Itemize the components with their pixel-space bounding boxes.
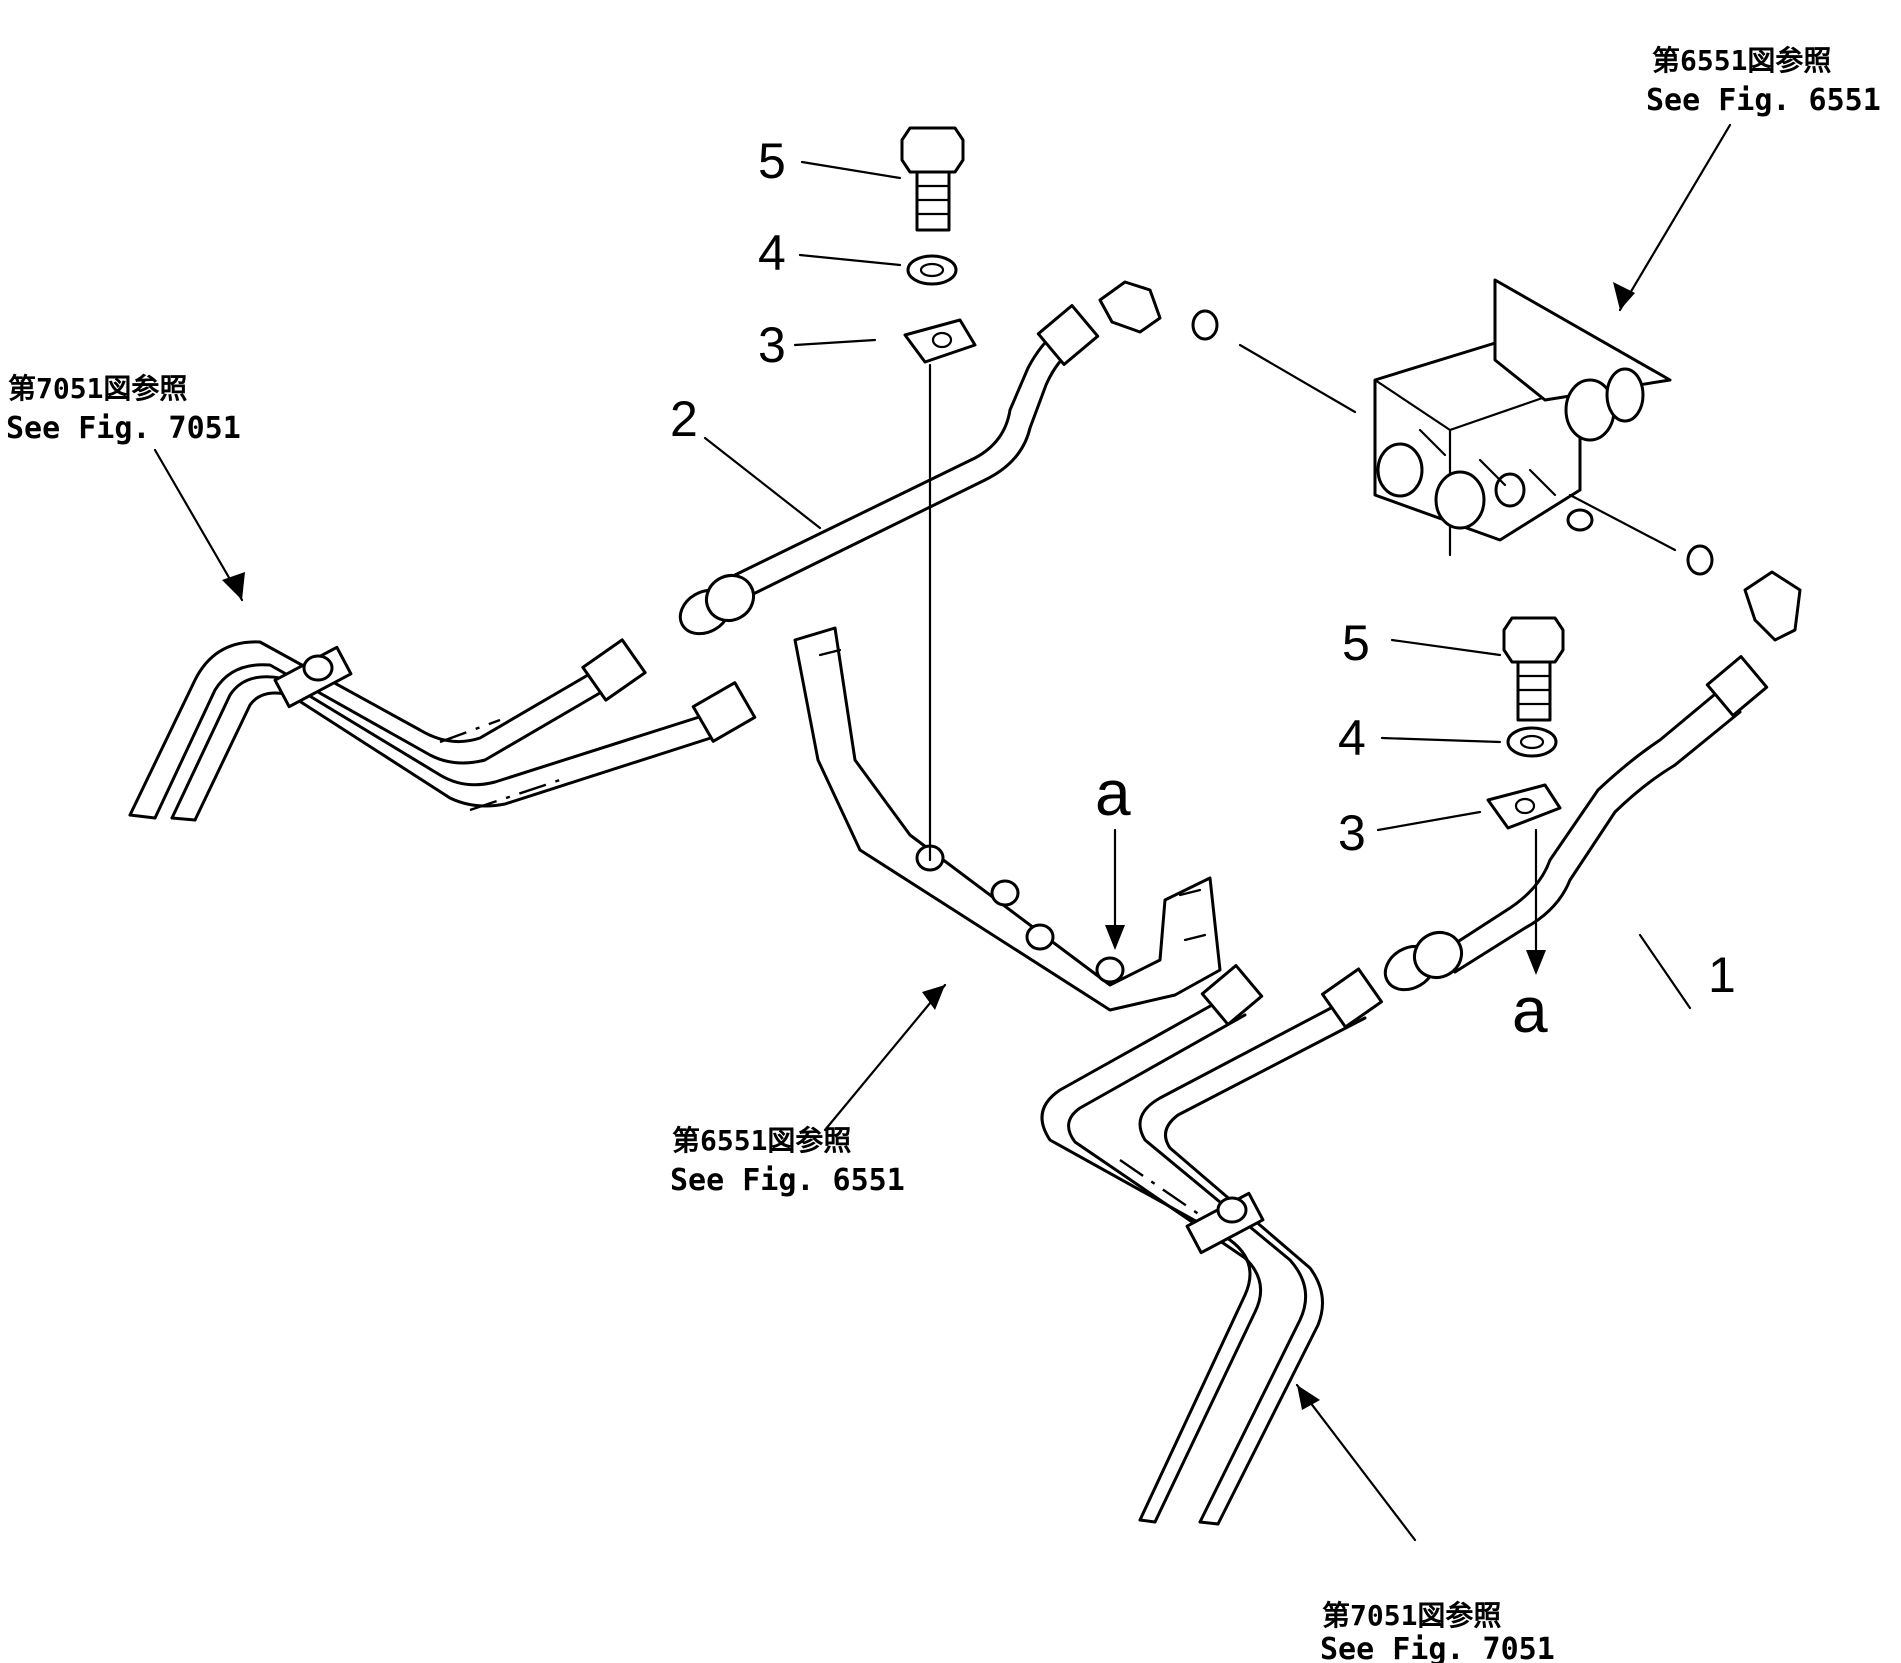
- reference-left: 第7051図参照 See Fig. 7051: [6, 372, 241, 446]
- reference-bottom-right-jp: 第7051図参照: [1322, 1599, 1501, 1632]
- part-number-3-left: 3: [758, 317, 786, 373]
- bracket: [793, 626, 1222, 1012]
- view-mark-a-clamp: a: [1512, 974, 1548, 1046]
- part-number-5-right: 5: [1342, 615, 1370, 671]
- part-number-5-left: 5: [758, 133, 786, 189]
- view-mark-a-bracket: a: [1095, 757, 1131, 829]
- part-number-4-right: 4: [1338, 710, 1366, 766]
- part-number-4-left: 4: [758, 225, 786, 281]
- valve-block: [1098, 278, 1802, 642]
- hose-1: [1383, 655, 1769, 992]
- reference-center-en: See Fig. 6551: [670, 1163, 905, 1198]
- reference-bottom-right: 第7051図参照 See Fig. 7051: [1320, 1599, 1555, 1663]
- reference-center: 第6551図参照 See Fig. 6551: [670, 1124, 905, 1198]
- reference-top-right-en: See Fig. 6551: [1646, 83, 1881, 118]
- right-hardware-stack: [1376, 616, 1565, 832]
- part-number-3-right: 3: [1338, 805, 1366, 861]
- left-hardware-stack: [793, 126, 977, 862]
- left-pipe-assembly: [128, 638, 757, 822]
- reference-top-right: 第6551図参照 See Fig. 6551: [1646, 44, 1881, 118]
- right-pipe-assembly: [1040, 964, 1383, 1526]
- reference-bottom-right-en: See Fig. 7051: [1320, 1632, 1555, 1663]
- part-number-1: 1: [1708, 947, 1736, 1003]
- reference-left-en: See Fig. 7051: [6, 411, 241, 446]
- reference-center-jp: 第6551図参照: [672, 1124, 851, 1157]
- part-number-2: 2: [670, 391, 698, 447]
- reference-top-right-jp: 第6551図参照: [1652, 44, 1831, 77]
- reference-left-jp: 第7051図参照: [8, 372, 187, 405]
- hose-2: [678, 304, 1100, 636]
- leader-lines: [153, 123, 1732, 1542]
